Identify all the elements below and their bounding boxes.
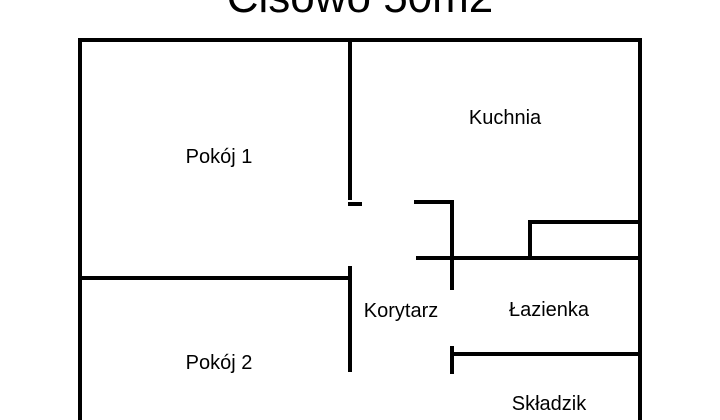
room-label-lazienka: Łazienka — [509, 299, 590, 321]
outer-walls — [78, 38, 642, 420]
plan-title: Cisowo 50m2 — [227, 0, 494, 22]
room-label-pokoj1: Pokój 1 — [186, 146, 253, 168]
room-label-pokoj2: Pokój 2 — [186, 352, 253, 374]
room-label-kuchnia: Kuchnia — [469, 107, 542, 129]
interior-walls — [78, 38, 642, 374]
room-label-korytarz: Korytarz — [364, 300, 438, 322]
room-label-skladzik: Składzik — [512, 393, 587, 415]
